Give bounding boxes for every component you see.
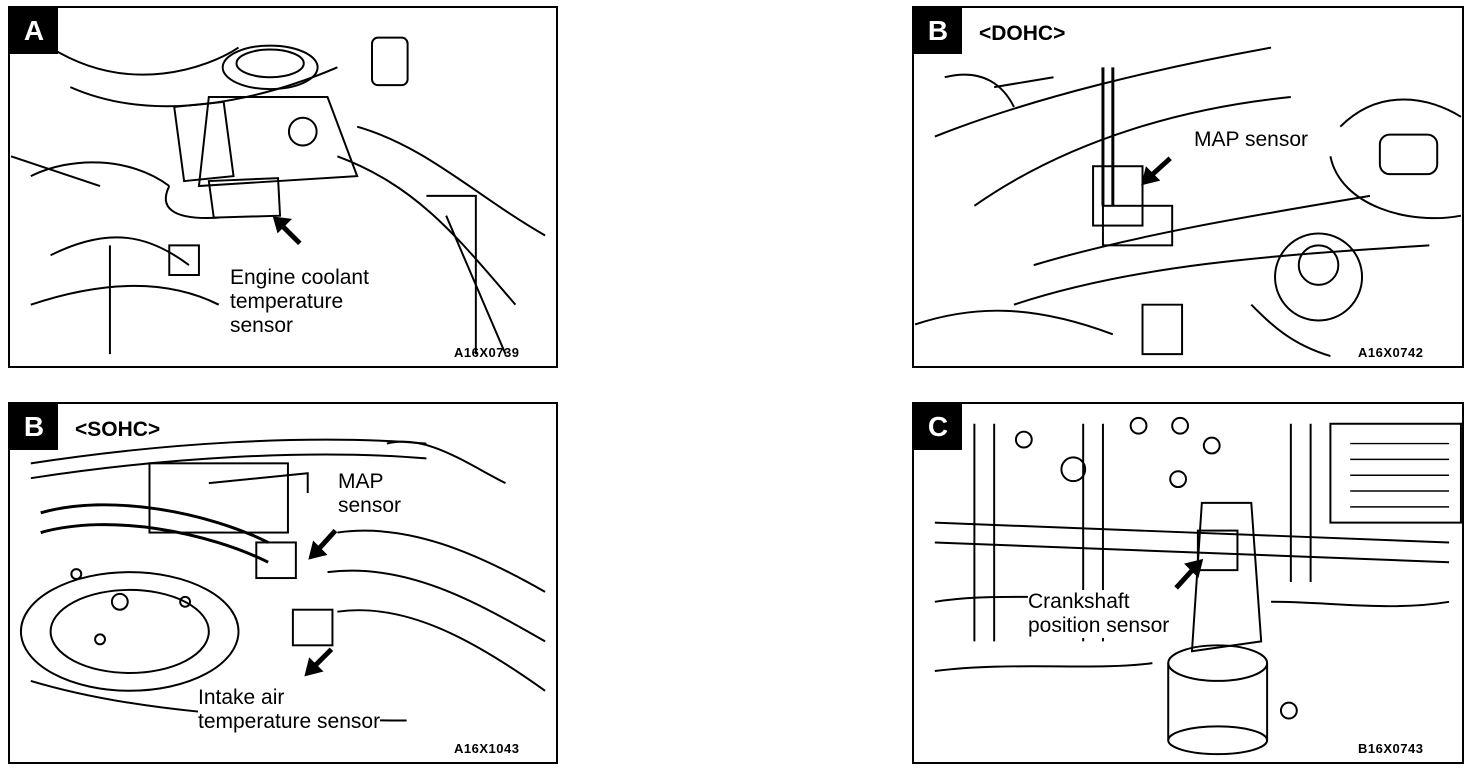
panel-letter: B (914, 8, 962, 54)
panel-letter: C (914, 404, 962, 450)
map-sensor-label: MAP sensor (1194, 128, 1308, 152)
figure-code: B16X0743 (1358, 741, 1424, 756)
coolant-sensor-label: Engine coolant temperature sensor (230, 266, 369, 338)
figure-code: A16X1043 (454, 741, 520, 756)
figure-panel-b-sohc: B <SOHC> MAP sensor Intake air temperatu… (8, 402, 558, 764)
intake-air-sensor-label: Intake air temperature sensor (198, 686, 381, 734)
figure-code: A16X0739 (454, 345, 520, 360)
panel-letter: A (10, 8, 58, 54)
figure-code: A16X0742 (1358, 345, 1424, 360)
figure-panel-b-dohc: B <DOHC> MAP sensor A16X0742 (912, 6, 1464, 368)
map-sensor-dohc-illustration (914, 46, 1462, 358)
figure-panel-c: C Crankshaft position sensor B16X0743 (912, 402, 1464, 764)
map-sensor-label: MAP sensor (338, 470, 402, 518)
engine-variant-label: <SOHC> (72, 418, 164, 442)
engine-coolant-illustration (10, 36, 546, 355)
panel-letter: B (10, 404, 58, 450)
figure-panel-a: A Engine coolant temperature sensor A16X… (8, 6, 558, 368)
engine-variant-label: <DOHC> (976, 22, 1069, 46)
crankshaft-sensor-label: Crankshaft position sensor (1028, 590, 1170, 638)
crankshaft-sensor-illustration (934, 416, 1462, 756)
